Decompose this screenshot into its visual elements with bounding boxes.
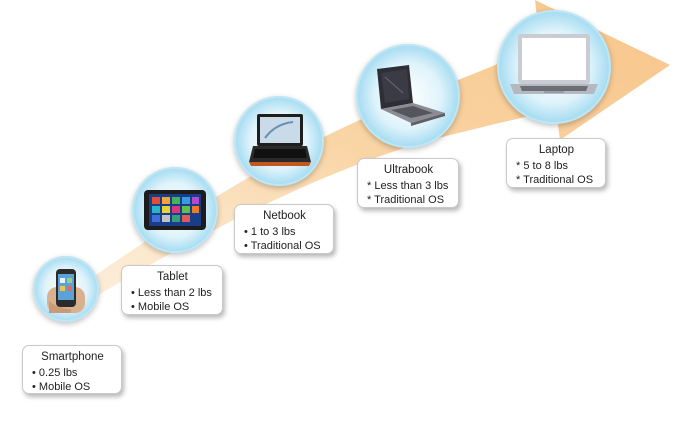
ultrabook-info-box: Ultrabook * Less than 3 lbs * Traditiona… (357, 158, 459, 208)
netbook-title: Netbook (263, 210, 306, 222)
laptop-circle (497, 10, 611, 124)
ultrabook-bullet: * Traditional OS (367, 194, 445, 206)
ultrabook-circle (356, 44, 460, 148)
tablet-info-box: Tablet • Less than 2 lbs • Mobile OS (121, 265, 223, 315)
laptop-icon (510, 34, 598, 94)
tablet-title: Tablet (157, 271, 188, 283)
laptop-info-box: Laptop * 5 to 8 lbs * Traditional OS (506, 138, 606, 188)
ultrabook-icon (377, 65, 445, 126)
netbook-bullet: • 1 to 3 lbs (244, 226, 296, 238)
laptop-bullet: * 5 to 8 lbs (516, 160, 568, 172)
laptop-bullet: * Traditional OS (516, 174, 594, 186)
netbook-icon (249, 114, 311, 166)
smartphone-info-box: Smartphone • 0.25 lbs • Mobile OS (22, 345, 122, 394)
smartphone-circle (33, 256, 99, 322)
ultrabook-title: Ultrabook (383, 164, 434, 176)
ultrabook-bullet: * Less than 3 lbs (367, 180, 449, 192)
tablet-bullet: • Mobile OS (131, 301, 190, 313)
smartphone-bullet: • Mobile OS (32, 381, 91, 393)
laptop-title: Laptop (538, 144, 575, 156)
tablet-icon (144, 190, 206, 230)
netbook-bullet: • Traditional OS (244, 240, 321, 252)
netbook-circle (234, 96, 324, 186)
tablet-bullet: • Less than 2 lbs (131, 287, 212, 299)
netbook-info-box: Netbook • 1 to 3 lbs • Traditional OS (234, 204, 334, 254)
tablet-circle (132, 167, 218, 253)
smartphone-title: Smartphone (41, 351, 104, 363)
smartphone-bullet: • 0.25 lbs (32, 367, 78, 379)
smartphone-icon (47, 269, 85, 313)
